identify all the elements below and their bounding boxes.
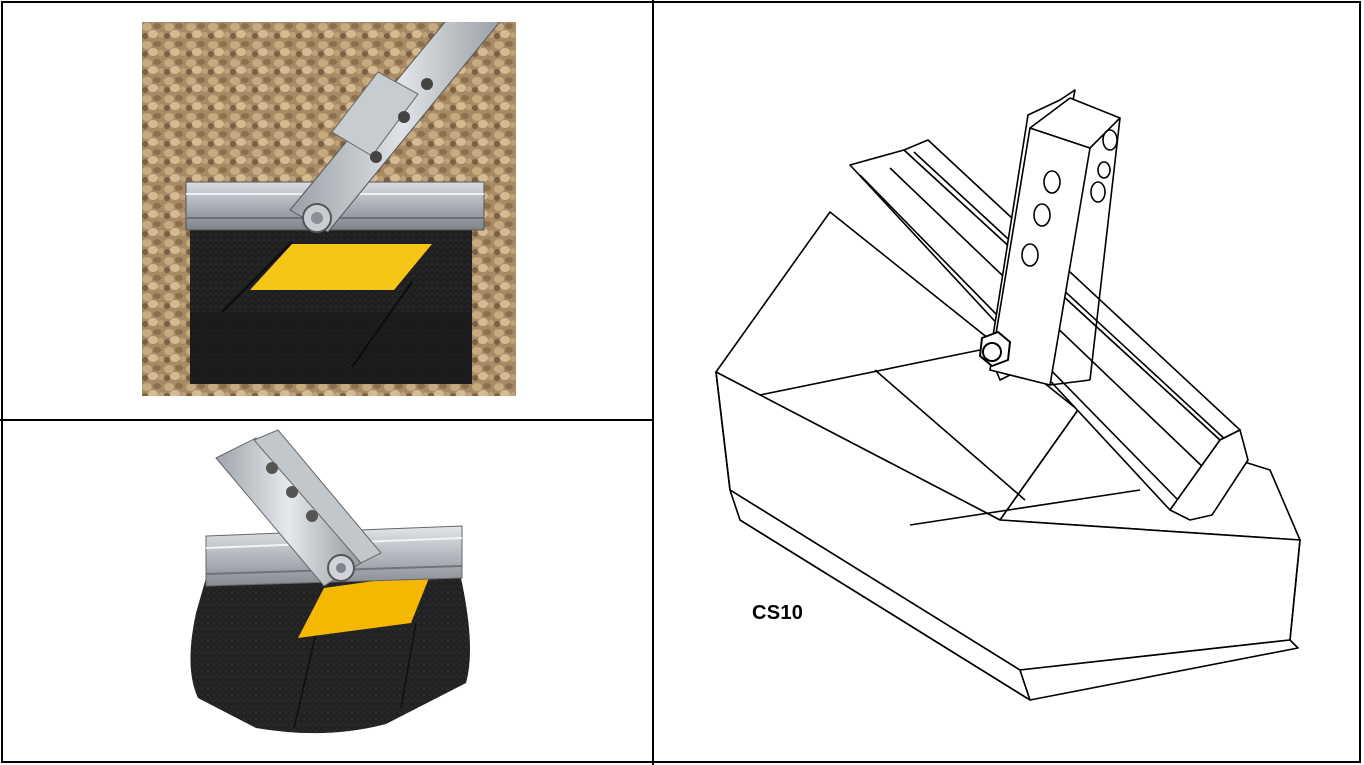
installed-photo	[142, 22, 516, 396]
rubber-block-support-photo-icon	[190, 429, 470, 734]
line-drawing	[700, 80, 1310, 720]
rooftop-support-photo-icon	[142, 22, 516, 396]
isometric-drawing-icon	[715, 89, 1301, 701]
vertical-divider	[652, 0, 654, 765]
model-label: CS10	[752, 602, 804, 624]
horizontal-divider	[0, 419, 654, 421]
product-photo	[176, 428, 476, 740]
